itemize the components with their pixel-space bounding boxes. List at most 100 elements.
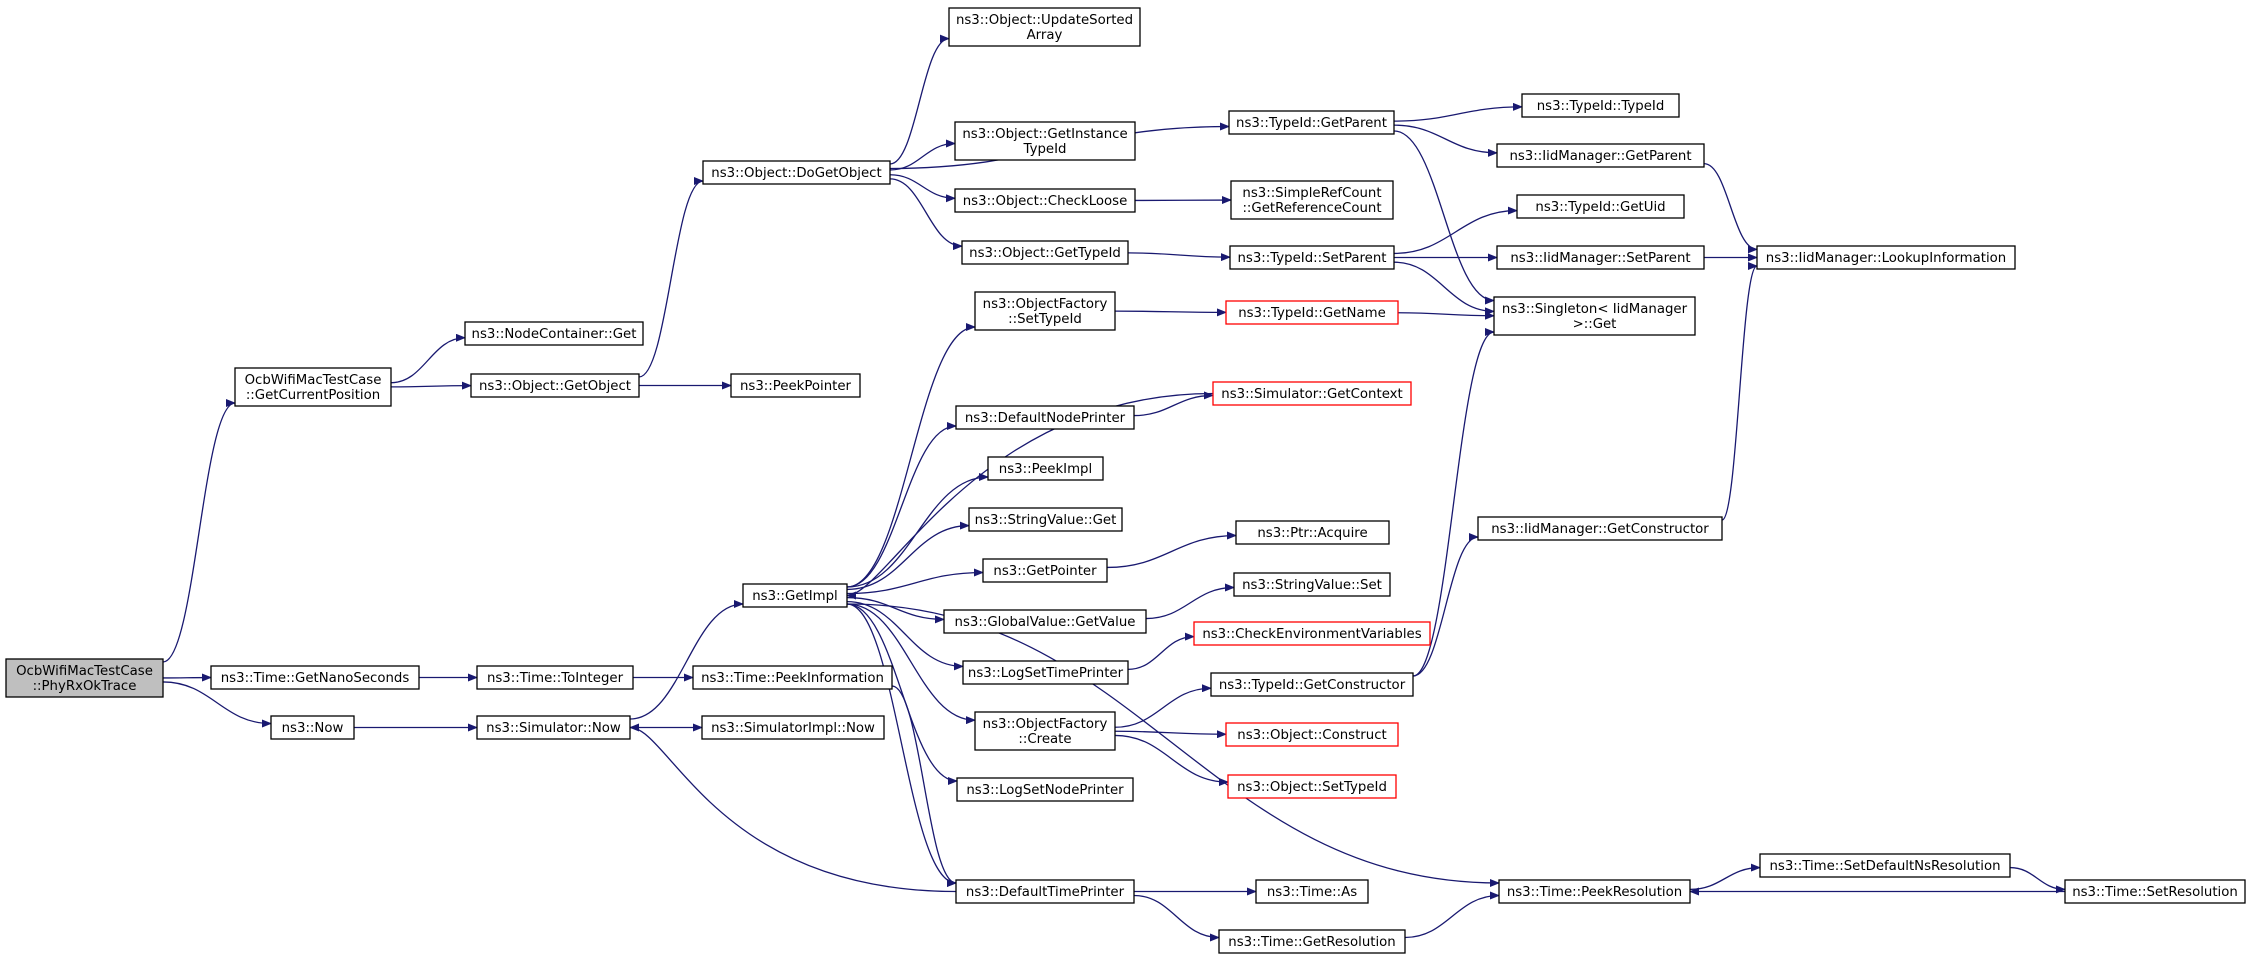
node-typeid-getuid[interactable]: ns3::TypeId::GetUid — [1516, 194, 1685, 219]
node-box — [1233, 572, 1391, 597]
edge-typeid-getname-to-singleton-get — [1397, 311, 1495, 320]
node-box — [1496, 143, 1705, 168]
node-label: ns3::TypeId::GetParent — [1236, 116, 1387, 131]
node-box — [954, 188, 1136, 213]
node-box — [702, 160, 891, 185]
node-nodecont-get[interactable]: ns3::NodeContainer::Get — [464, 321, 644, 346]
node-getcurpos[interactable]: OcbWifiMacTestCase::GetCurrentPosition — [234, 367, 392, 407]
node-iid-setparent[interactable]: ns3::IidManager::SetParent — [1496, 245, 1705, 270]
edge-getimpl-to-getpointer — [846, 568, 984, 595]
node-label: ::GetReferenceCount — [1242, 201, 1381, 216]
node-label: ns3::LogSetTimePrinter — [968, 666, 1124, 681]
node-getnanosec[interactable]: ns3::Time::GetNanoSeconds — [210, 665, 420, 690]
node-box — [210, 665, 420, 690]
node-label: ns3::Time::PeekResolution — [1507, 885, 1682, 900]
node-time-tointeger[interactable]: ns3::Time::ToInteger — [476, 665, 634, 690]
node-label: ns3::Time::As — [1267, 885, 1357, 900]
node-ptr-acquire[interactable]: ns3::Ptr::Acquire — [1235, 520, 1390, 545]
edge-typeid-getparent-to-typeid-typeid — [1393, 102, 1523, 122]
node-singleton-get[interactable]: ns3::Singleton< IidManager>::Get — [1493, 296, 1696, 336]
node-box — [1229, 245, 1395, 270]
edge-obj-getobject-to-obj-dogetobject — [638, 177, 704, 378]
node-label: ::SetTypeId — [1008, 312, 1082, 327]
node-label: ns3::PeekPointer — [740, 379, 852, 394]
node-obj-dogetobject[interactable]: ns3::Object::DoGetObject — [702, 160, 891, 185]
node-typeid-setparent[interactable]: ns3::TypeId::SetParent — [1229, 245, 1395, 270]
node-peekpointer[interactable]: ns3::PeekPointer — [730, 373, 861, 398]
edge-getimpl-to-logsetnodeprinter — [846, 603, 958, 785]
node-box — [270, 715, 355, 740]
edge-obj-dogetobject-to-obj-checkloose — [889, 174, 956, 203]
node-sim-getcontext[interactable]: ns3::Simulator::GetContext — [1212, 381, 1412, 406]
node-time-peekresolution[interactable]: ns3::Time::PeekResolution — [1498, 879, 1691, 904]
node-obj-getobject[interactable]: ns3::Object::GetObject — [470, 373, 640, 398]
node-defaulttimeprinter[interactable]: ns3::DefaultTimePrinter — [955, 879, 1135, 904]
node-sim-now[interactable]: ns3::Simulator::Now — [476, 715, 631, 740]
node-label: ns3::CheckEnvironmentVariables — [1202, 627, 1421, 642]
node-time-peekinfo[interactable]: ns3::Time::PeekInformation — [692, 665, 893, 690]
node-label: ns3::Time::GetNanoSeconds — [221, 671, 410, 686]
node-time-setdefaultnsres[interactable]: ns3::Time::SetDefaultNsResolution — [1759, 853, 2011, 878]
node-simplerefcount[interactable]: ns3::SimpleRefCount::GetReferenceCount — [1230, 180, 1394, 220]
node-label: OcbWifiMacTestCase — [245, 373, 382, 388]
node-label: ::PhyRxOkTrace — [33, 679, 137, 694]
node-box — [1477, 516, 1723, 541]
node-box — [955, 405, 1135, 430]
node-obj-settypeid[interactable]: ns3::Object::SetTypeId — [1227, 774, 1397, 799]
node-label: ns3::GetImpl — [752, 589, 837, 604]
node-box — [1496, 245, 1705, 270]
node-obj-construct[interactable]: ns3::Object::Construct — [1225, 722, 1399, 747]
node-now[interactable]: ns3::Now — [270, 715, 355, 740]
node-obj-gettypeid[interactable]: ns3::Object::GetTypeId — [961, 240, 1129, 265]
node-label: ns3::Time::ToInteger — [487, 671, 624, 686]
node-logsetnodeprinter[interactable]: ns3::LogSetNodePrinter — [956, 777, 1134, 802]
node-iid-getconstructor[interactable]: ns3::IidManager::GetConstructor — [1477, 516, 1723, 541]
node-box — [1756, 245, 2016, 270]
node-box — [2064, 879, 2246, 904]
node-label: ns3::TypeId::SetParent — [1237, 251, 1386, 266]
node-typeid-typeid[interactable]: ns3::TypeId::TypeId — [1521, 93, 1680, 118]
node-box — [982, 558, 1108, 583]
node-typeid-getparent[interactable]: ns3::TypeId::GetParent — [1228, 110, 1395, 135]
node-peekimpl[interactable]: ns3::PeekImpl — [987, 456, 1104, 481]
node-logsettimeprinter[interactable]: ns3::LogSetTimePrinter — [962, 660, 1129, 685]
node-typeid-getname[interactable]: ns3::TypeId::GetName — [1225, 300, 1399, 325]
node-iid-lookupinfo[interactable]: ns3::IidManager::LookupInformation — [1756, 245, 2016, 270]
node-simimpl-now[interactable]: ns3::SimulatorImpl::Now — [701, 715, 885, 740]
node-objfactory-create[interactable]: ns3::ObjectFactory::Create — [974, 711, 1116, 751]
node-box — [464, 321, 644, 346]
node-label: ns3::TypeId::GetConstructor — [1219, 678, 1406, 693]
node-checkenvvars[interactable]: ns3::CheckEnvironmentVariables — [1193, 621, 1431, 646]
node-time-setresolution[interactable]: ns3::Time::SetResolution — [2064, 879, 2246, 904]
node-label: ns3::TypeId::GetUid — [1535, 200, 1665, 215]
node-typeid-getconstructor[interactable]: ns3::TypeId::GetConstructor — [1210, 672, 1414, 697]
node-getpointer[interactable]: ns3::GetPointer — [982, 558, 1108, 583]
node-box — [987, 456, 1104, 481]
node-box — [1227, 774, 1397, 799]
node-obj-checkloose[interactable]: ns3::Object::CheckLoose — [954, 188, 1136, 213]
node-root[interactable]: OcbWifiMacTestCase::PhyRxOkTrace — [5, 658, 164, 698]
edge-sim-getcontext-to-getimpl — [846, 392, 1214, 600]
edge-time-getresolution-to-time-peekresolution — [1404, 891, 1500, 939]
node-getimpl[interactable]: ns3::GetImpl — [742, 583, 848, 608]
edge-globalvalue-getvalue-to-stringvalue-set — [1145, 583, 1235, 620]
node-time-getresolution[interactable]: ns3::Time::GetResolution — [1218, 929, 1406, 954]
node-iid-getparent[interactable]: ns3::IidManager::GetParent — [1496, 143, 1705, 168]
edge-time-setdefaultnsres-to-time-setresolution — [2009, 866, 2066, 894]
node-label: ns3::Simulator::Now — [486, 721, 621, 736]
node-box — [1235, 520, 1390, 545]
node-stringvalue-set[interactable]: ns3::StringValue::Set — [1233, 572, 1391, 597]
node-box — [5, 658, 164, 698]
edge-getimpl-to-time-peekresolution — [846, 603, 1500, 887]
node-defaultnodeprinter[interactable]: ns3::DefaultNodePrinter — [955, 405, 1135, 430]
node-box — [974, 711, 1116, 751]
node-globalvalue-getvalue[interactable]: ns3::GlobalValue::GetValue — [943, 609, 1147, 634]
node-objfactory-settypeid[interactable]: ns3::ObjectFactory::SetTypeId — [974, 291, 1116, 331]
node-box — [742, 583, 848, 608]
node-time-as[interactable]: ns3::Time::As — [1255, 879, 1369, 904]
edge-typeid-getparent-to-singleton-get — [1393, 130, 1495, 305]
node-box — [1759, 853, 2011, 878]
node-stringvalue-get[interactable]: ns3::StringValue::Get — [968, 507, 1123, 532]
